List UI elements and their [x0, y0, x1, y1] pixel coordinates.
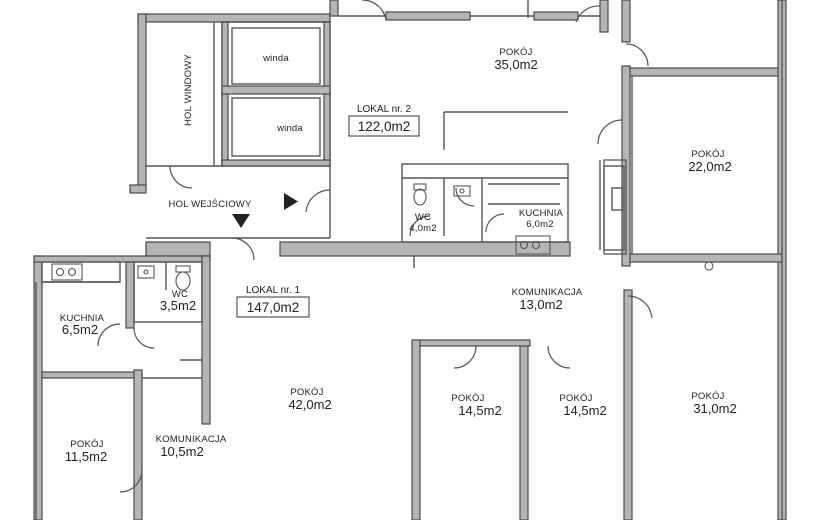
- stove-icon: [51, 263, 83, 281]
- door-swing: [169, 165, 193, 189]
- door-swing: [97, 323, 121, 347]
- wall-segment: [411, 339, 421, 520]
- toilet-icon: [413, 183, 427, 206]
- lokal-1-name: LOKAL nr. 1: [246, 285, 301, 296]
- toilet-icon: [175, 265, 191, 291]
- pokoj-31-area: 31,0m2: [693, 401, 736, 416]
- door-swing: [547, 345, 571, 369]
- komunikacja-105-name: KOMUNIKACJA: [156, 434, 227, 445]
- pokoj-42-area: 42,0m2: [288, 397, 331, 412]
- wall-segment: [133, 369, 143, 520]
- door-swing: [361, 0, 387, 21]
- sink-icon: [137, 265, 155, 279]
- pokoj-35-area: 35,0m2: [494, 57, 537, 72]
- wall-segment: [533, 11, 579, 21]
- door-swing: [305, 189, 331, 213]
- elevator-cabin: [231, 27, 321, 85]
- partitions: [35, 0, 783, 520]
- kuchnia-65-area: 6,5m2: [62, 322, 98, 337]
- lokal-2-area: 122,0m2: [358, 119, 411, 134]
- door-swing: [453, 345, 477, 369]
- pokoj-145a-name: POKÓJ: [451, 393, 484, 404]
- wc-35-name: WC: [172, 289, 188, 300]
- wall-segment: [623, 289, 633, 520]
- kuchnia-6-area: 6,0m2: [526, 219, 553, 230]
- elevator-cabin: [231, 97, 321, 157]
- walls: [33, 0, 787, 520]
- wall-segment: [599, 0, 609, 33]
- wc-small-room: [133, 261, 203, 323]
- wall-segment: [33, 255, 43, 520]
- door-swing: [133, 327, 155, 349]
- wall-segment: [125, 261, 135, 329]
- wall-niche: [611, 187, 623, 211]
- komunikacja-13-name: KOMUNIKACJA: [512, 287, 583, 298]
- pokoj-42-name: POKÓJ: [290, 387, 323, 398]
- lokal-2-area-box: [348, 115, 420, 137]
- stove-icon: [515, 235, 551, 255]
- wall-segment: [629, 67, 783, 77]
- wc-kuchnia-block: [401, 163, 569, 243]
- winda-2-label: winda: [276, 123, 303, 134]
- wall-segment: [519, 339, 529, 520]
- lokal-1-area-box: [236, 296, 310, 318]
- wall-segment: [137, 13, 331, 23]
- komunikacja-105-area: 10,5m2: [160, 444, 203, 459]
- kuchnia-65-name: KUCHNIA: [60, 313, 105, 324]
- door-swing: [455, 187, 475, 207]
- door-swing: [409, 215, 431, 237]
- wall-segment: [33, 255, 211, 263]
- door-swing: [575, 5, 601, 23]
- wall-segment: [137, 13, 147, 187]
- komunikacja-13-area: 13,0m2: [519, 297, 562, 312]
- wall-segment: [629, 253, 783, 263]
- pokoj-22-area: 22,0m2: [688, 159, 731, 174]
- door-swing: [485, 213, 505, 233]
- wall-segment: [41, 371, 143, 379]
- wall-segment: [145, 241, 211, 257]
- lokal-1-area: 147,0m2: [247, 300, 300, 315]
- sink-icon: [453, 185, 471, 197]
- hol-windowy-label: HOL WINDOWY: [183, 53, 194, 126]
- pokoj-145b-name: POKÓJ: [559, 393, 592, 404]
- pokoj-22-name: POKÓJ: [691, 149, 724, 160]
- wall-niche: [603, 165, 625, 251]
- pokoj-115-name: POKÓJ: [70, 439, 103, 450]
- fixtures: [51, 183, 714, 291]
- pokoj-115-area: 11,5m2: [65, 449, 107, 464]
- wall-segment: [129, 184, 147, 194]
- wall-segment: [201, 255, 211, 425]
- wc-4-area: 4,0m2: [409, 223, 436, 234]
- pokoj-145a-area: 14,5m2: [458, 403, 501, 418]
- kitchen-counter: [41, 261, 121, 283]
- entrance-arrow-right-icon: [284, 193, 298, 210]
- wall-segment: [419, 339, 531, 347]
- wall-segment: [221, 85, 331, 95]
- wall-segment: [385, 11, 471, 21]
- door-swing: [597, 119, 623, 145]
- door-swing: [119, 469, 143, 493]
- entrance-arrow-down-icon: [232, 214, 250, 228]
- lokal-2-name: LOKAL nr. 2: [357, 104, 412, 115]
- door-swing: [627, 295, 653, 319]
- doors: [97, 0, 653, 493]
- door-swing: [625, 43, 649, 67]
- pokoj-145b-area: 14,5m2: [563, 403, 606, 418]
- wall-segment: [621, 0, 631, 43]
- winda-1-label: winda: [262, 53, 289, 64]
- labels: HOL WINDOWY winda winda HOL WEJŚCIOWY LO…: [60, 47, 737, 464]
- door-swing: [231, 237, 255, 261]
- wc-4-name: WC: [415, 212, 431, 223]
- pokoj-35-name: POKÓJ: [499, 47, 532, 58]
- wall-segment: [221, 159, 331, 167]
- kuchnia-6-name: KUCHNIA: [519, 208, 564, 219]
- wc-35-area: 3,5m2: [160, 298, 196, 313]
- hol-wejsciowy-label: HOL WEJŚCIOWY: [168, 198, 251, 210]
- pokoj-31-name: POKÓJ: [691, 391, 724, 402]
- wall-segment: [329, 0, 339, 17]
